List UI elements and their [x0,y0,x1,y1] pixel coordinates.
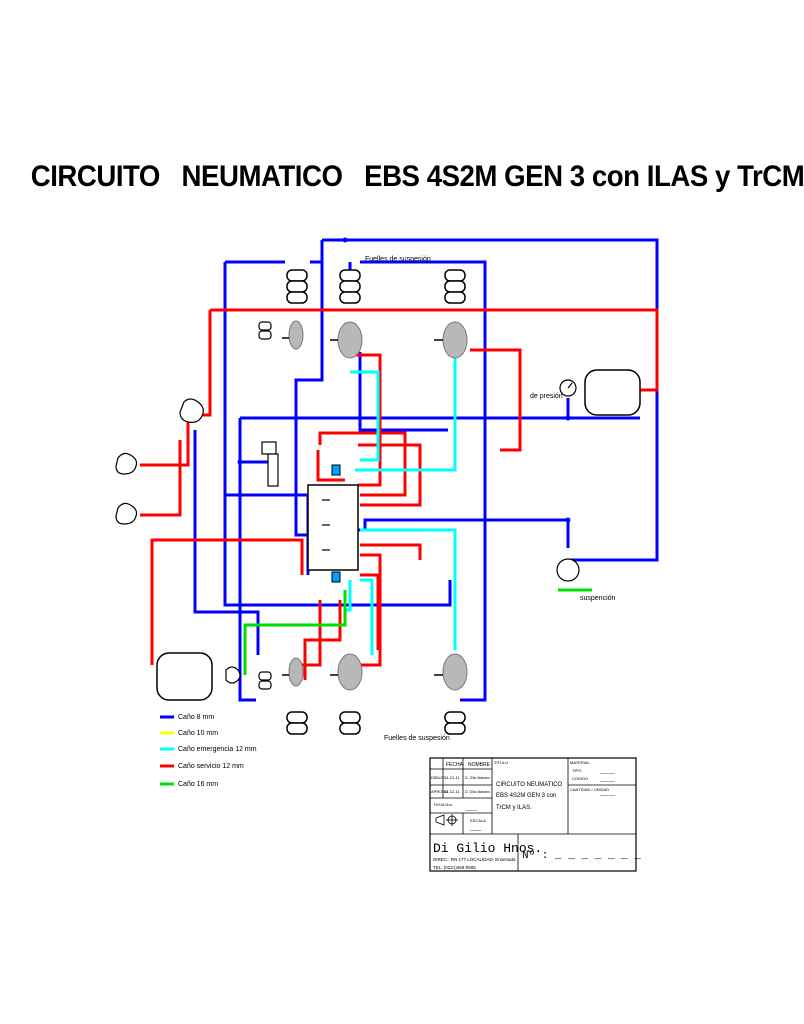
pipe-8mm-network [193,238,659,702]
tb-desc-line2: EBS 4S2M GEN 3 con [496,793,556,799]
relay-valve [261,441,279,487]
tb-codigo-val: --------- [600,779,615,785]
legend-label-3: Caño servicio 12 mm [178,763,244,770]
air-bellow [444,711,466,735]
tb-hoja: HOJA Nro. [434,802,453,807]
tb-escala-val: ____ [469,826,481,832]
ebs-modulator [307,484,359,571]
brake-chamber [337,321,363,359]
tb-phone: TEL: (0221)469-0505 [433,865,476,870]
tb-hoja-val: ____ [465,806,477,812]
tb-fecha-header: FECHA [446,762,464,768]
suspension-valve [556,558,580,582]
air-bellow [286,711,308,735]
air-bellows-top [286,269,466,304]
tb-cantidad-val: --------- [600,793,615,799]
coupling-head [115,502,138,525]
air-bellow [339,269,361,304]
brake-chambers [288,320,468,691]
pipe-emergency-12mm-network [345,355,457,655]
pipe-service-12mm-network [140,308,659,680]
tb-desc-line1: CIRCUITO NEUMATICO [496,782,562,788]
legend-label-1: Caño 10 mm [178,730,218,737]
tb-address: DIREC.: RN 177 LOCALIDAD: Ensenada [433,857,516,862]
legend-label-4: Caño 16 mm [178,781,218,788]
title-block: FECHA NOMBRE TITULO MATERIAL DIBUJO 14-1… [429,757,641,872]
pneumatic-diagram: Fuelles de suspesión Fuelles de suspesió… [115,237,659,872]
coupling-head [115,452,138,475]
brake-chamber [442,321,468,359]
coupling-heads [115,398,204,525]
tb-escala: ESCALA [470,818,486,823]
tb-dibujo-fecha: 14-12-11 [444,775,460,780]
brake-chamber [337,653,363,691]
tb-dibujo-nombre: D. Gilio Mariano [465,776,490,780]
tb-aprobo-fecha: 14-12-11 [444,789,460,794]
trailer-control-valve [179,398,204,423]
tb-codigo: CODIGO [572,776,588,781]
tb-numero: Nº : _ _ _ _ _ _ _ [522,850,641,862]
legend: Caño 8 mm Caño 10 mm Caño emergencia 12 … [160,714,257,788]
pipe-16mm-network [243,588,592,675]
tb-dibujo: DIBUJO [431,775,446,780]
air-tank-lower [156,652,213,701]
air-bellows-bottom [286,711,466,735]
pressure-regulator [225,666,241,684]
label-bellows-bottom: Fuelles de suspesión [384,735,450,742]
label-suspension: suspención [580,595,616,602]
air-tanks [156,369,641,701]
projection-symbol [435,814,458,826]
air-bellow [286,269,308,304]
tb-aprobo: APROBO [431,789,448,794]
tb-tipo-val: --------- [600,771,615,777]
brake-chamber [288,320,304,350]
label-bellows-top: Fuelles de suspesión [365,256,431,263]
tb-nombre-header: NOMBRE [468,762,491,768]
air-bellow [339,711,361,735]
legend-label-0: Caño 8 mm [178,714,214,721]
legend-label-2: Caño emergencia 12 mm [178,746,257,753]
tb-aprobo-nombre: D. Gilio Mariano [465,790,490,794]
tb-cantidad: CANTIDAD / UNIDAD [570,787,609,792]
tb-desc-line3: TrCM y ILAS. [496,805,532,811]
tb-company: Di Gilio Hnos. [433,841,542,856]
leveling-valves [258,321,272,690]
tb-tipo: TIPO [572,768,581,773]
brake-pushrods [282,337,443,676]
label-pressure: de presión [530,393,563,400]
tb-material-header: MATERIAL [570,760,590,765]
modulator-ports [331,464,341,583]
pressure-gauge [559,379,577,397]
tb-titulo-header: TITULO [494,760,508,765]
air-bellow [444,269,466,304]
junction-dots [237,237,571,523]
brake-chamber [288,657,304,687]
air-tank-main [584,369,641,416]
brake-chamber [442,653,468,691]
